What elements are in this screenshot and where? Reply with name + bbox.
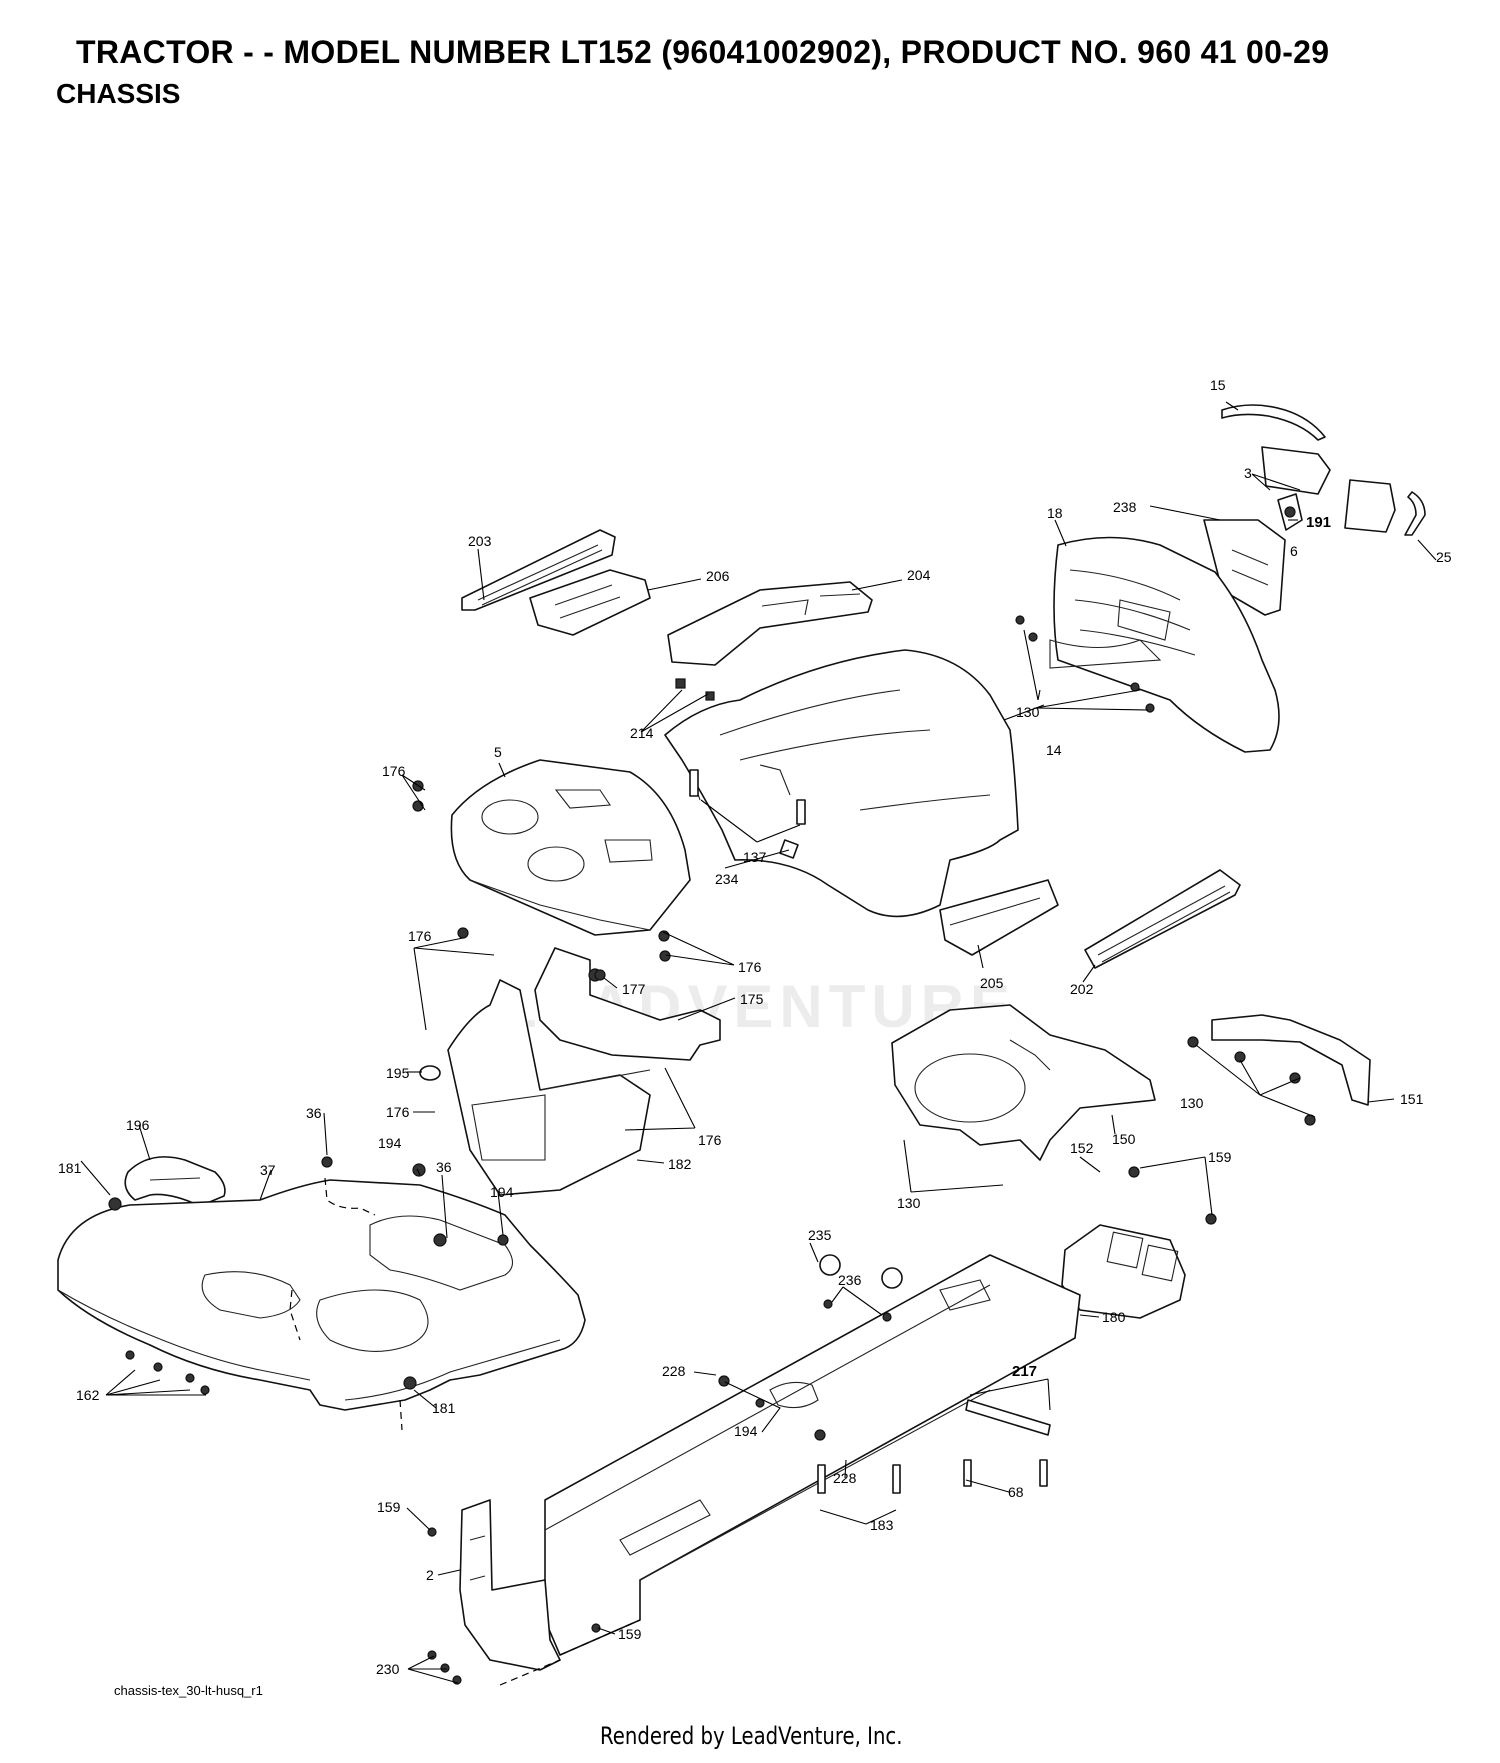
callout-6: 6: [1290, 543, 1298, 559]
part-3-headlight: [1277, 493, 1303, 531]
callout-176-d: 176: [386, 1104, 410, 1120]
part-151-bracket: [1187, 1014, 1371, 1126]
part-204-dash-vent: [667, 581, 873, 666]
callout-37: 37: [260, 1162, 276, 1178]
callout-175: 175: [740, 991, 764, 1007]
callout-36-a: 36: [306, 1105, 322, 1121]
part-206-vent-duct: [529, 569, 651, 636]
callout-numbers: 15 3 238 191 6 25 18 203 206 204 214 130…: [58, 377, 1452, 1677]
callout-176-b: 176: [408, 928, 432, 944]
callout-204: 204: [907, 567, 931, 583]
diagram-filename: chassis-tex_30-lt-husq_r1: [114, 1683, 263, 1698]
part-234-tape: [779, 839, 799, 859]
callout-195: 195: [386, 1065, 410, 1081]
callout-180: 180: [1102, 1309, 1126, 1325]
rendered-by-credit: Rendered by LeadVenture, Inc.: [600, 1722, 903, 1750]
callout-15: 15: [1210, 377, 1226, 393]
callout-162: 162: [76, 1387, 100, 1403]
callout-230: 230: [376, 1661, 400, 1677]
part-150-mount-pan: [891, 1004, 1156, 1161]
part-177-plug: [594, 969, 606, 981]
callout-203: 203: [468, 533, 492, 549]
callout-151: 151: [1400, 1091, 1424, 1107]
callout-137: 137: [743, 849, 767, 865]
part-175-bracket: [534, 947, 721, 1061]
part-214-clips: [675, 678, 715, 701]
callout-217: 217: [1012, 1363, 1037, 1380]
callout-206: 206: [706, 568, 730, 584]
callout-14: 14: [1046, 742, 1062, 758]
part-15-hood-strip: [1221, 404, 1326, 441]
callout-150: 150: [1112, 1131, 1136, 1147]
callout-194-a: 194: [378, 1135, 402, 1151]
callout-182: 182: [668, 1156, 692, 1172]
part-25-bracket: [1404, 491, 1426, 536]
section-subtitle: CHASSIS: [56, 78, 181, 109]
part-196-seat-pan: [124, 1156, 226, 1207]
frame-bolts-183-68: [817, 1399, 1051, 1494]
part-205-trim: [939, 879, 1059, 956]
callout-3: 3: [1244, 465, 1252, 481]
callout-159-c: 159: [618, 1626, 642, 1642]
part-headlight-blocks: [1261, 446, 1396, 533]
callout-236: 236: [838, 1272, 862, 1288]
callout-235: 235: [808, 1227, 832, 1243]
callout-25: 25: [1436, 549, 1452, 565]
callout-177: 177: [622, 981, 646, 997]
part-5-dash-console: [450, 759, 691, 936]
callout-205: 205: [980, 975, 1004, 991]
part-18-front-hood: [1049, 536, 1280, 753]
callout-176-a: 176: [382, 763, 406, 779]
part-202-grille: [1084, 869, 1241, 969]
callout-194-c: 194: [734, 1423, 758, 1439]
callout-228-a: 228: [662, 1363, 686, 1379]
callout-181-a: 181: [58, 1160, 82, 1176]
part-152-rear-bracket: [1061, 1166, 1217, 1319]
callout-238: 238: [1113, 499, 1137, 515]
callout-191: 191: [1306, 514, 1331, 531]
callout-130-mount: 130: [897, 1195, 921, 1211]
callout-214: 214: [630, 725, 654, 741]
part-37-fender-deck: [57, 1179, 586, 1411]
callout-18: 18: [1047, 505, 1063, 521]
part-180-main-frame: [544, 1254, 1081, 1656]
fender-fasteners: [108, 1156, 509, 1395]
callout-159-b: 159: [377, 1499, 401, 1515]
callout-194-b: 194: [490, 1184, 514, 1200]
callout-176-c: 176: [738, 959, 762, 975]
page-title: TRACTOR - - MODEL NUMBER LT152 (96041002…: [76, 34, 1330, 70]
callout-68: 68: [1008, 1484, 1024, 1500]
callout-130-hood: 130: [1016, 704, 1040, 720]
callout-2: 2: [426, 1567, 434, 1583]
callout-36-b: 36: [436, 1159, 452, 1175]
part-195-grommet: [419, 1065, 441, 1081]
callout-176-e: 176: [698, 1132, 722, 1148]
part-14-dash-panel: [664, 649, 1019, 918]
callout-5: 5: [494, 744, 502, 760]
leader-lines: [80, 401, 1437, 1684]
callout-181-b: 181: [432, 1400, 456, 1416]
callout-234: 234: [715, 871, 739, 887]
part-182-steering-console: [447, 979, 651, 1196]
part-203-vent-grille: [461, 529, 616, 611]
callout-202: 202: [1070, 981, 1094, 997]
callout-183: 183: [870, 1517, 894, 1533]
part-137-strips: [689, 769, 806, 825]
callout-159-a: 159: [1208, 1149, 1232, 1165]
callout-196: 196: [126, 1117, 150, 1133]
assembly-dashed-lines: [289, 1177, 641, 1686]
callout-152: 152: [1070, 1140, 1094, 1156]
callout-228-b: 228: [833, 1470, 857, 1486]
callout-130-bracket: 130: [1180, 1095, 1204, 1111]
